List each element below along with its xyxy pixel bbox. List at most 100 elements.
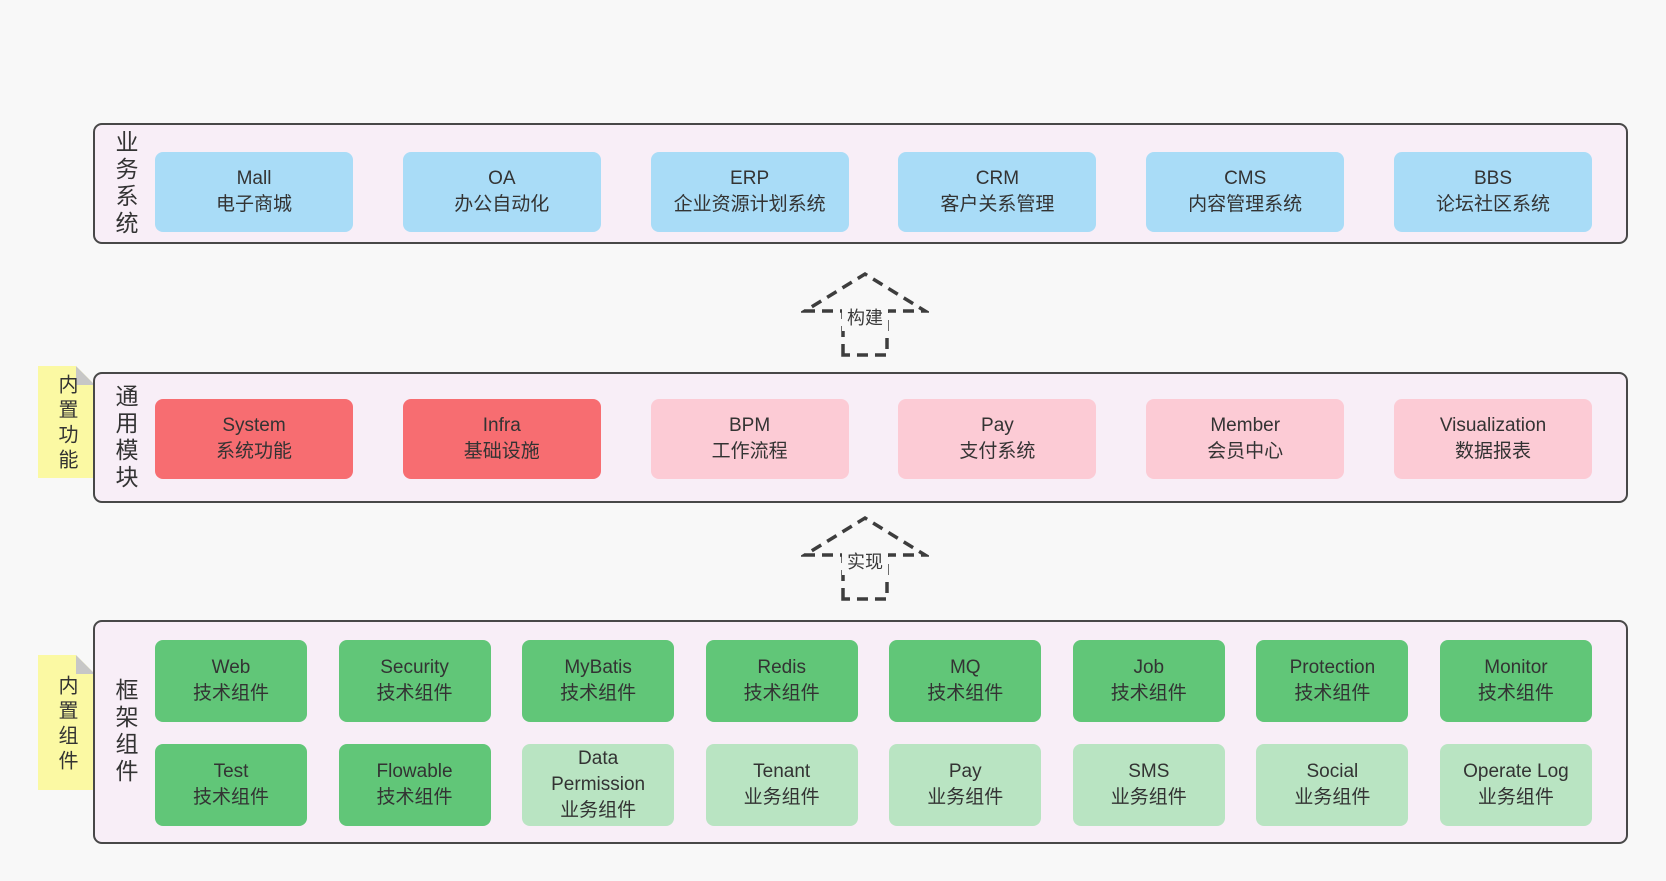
box-title: CMS: [1224, 168, 1267, 190]
box-title: Infra: [482, 415, 521, 437]
box-subtitle: 技术组件: [1294, 683, 1371, 704]
builtin-component-note-label: 内置组件: [55, 675, 77, 776]
builtin-feature-note: 内置功能: [38, 366, 95, 478]
modules-layer-side-label: 通用模块: [112, 383, 138, 492]
box-subtitle: 系统功能: [215, 441, 292, 462]
arrow-label: 构建: [847, 308, 883, 328]
box-flowable: Flowable 技术组件: [338, 744, 491, 826]
box-title: Protection: [1289, 657, 1376, 679]
box-subtitle: 数据报表: [1454, 441, 1531, 462]
business-systems-layer: 业务系统 Mall 电子商城 OA 办公自动化 ERP 企业资源计划系统 CRM…: [93, 123, 1628, 244]
builtin-feature-note-label: 内置功能: [55, 374, 77, 475]
box-title: ERP: [730, 168, 770, 190]
box-title: Flowable: [376, 761, 453, 783]
box-job: Job 技术组件: [1072, 640, 1225, 722]
box-title: Visualization: [1439, 415, 1547, 437]
box-subtitle: 技术组件: [376, 787, 453, 808]
box-web: Web 技术组件: [155, 640, 307, 722]
box-title: CRM: [975, 168, 1020, 190]
box-title: Tenant: [753, 761, 811, 783]
box-bbs: BBS 论坛社区系统: [1393, 152, 1592, 232]
box-subtitle: 业务组件: [927, 787, 1004, 808]
box-sms: SMS 业务组件: [1072, 744, 1225, 826]
box-title: Test: [213, 761, 249, 783]
box-subtitle: 技术组件: [1110, 683, 1187, 704]
box-member: Member 会员中心: [1146, 399, 1345, 479]
box-subtitle: 业务组件: [560, 799, 637, 821]
box-redis: Redis 技术组件: [705, 640, 858, 722]
box-title: Member: [1210, 415, 1281, 437]
box-tenant: Tenant 业务组件: [705, 744, 858, 826]
box-erp: ERP 企业资源计划系统: [650, 152, 849, 232]
box-test: Test 技术组件: [155, 744, 307, 826]
box-protection: Protection 技术组件: [1256, 640, 1409, 722]
box-security: Security 技术组件: [338, 640, 491, 722]
box-mybatis: MyBatis 技术组件: [522, 640, 675, 722]
box-title: Redis: [757, 657, 806, 679]
components-layer-side-label: 框架组件: [112, 678, 138, 786]
box-subtitle: 电子商城: [215, 194, 292, 215]
builtin-component-note: 内置组件: [38, 655, 95, 790]
box-monitor: Monitor 技术组件: [1439, 640, 1592, 722]
box-title: Monitor: [1484, 657, 1548, 679]
box-title: BBS: [1473, 168, 1512, 190]
box-title: SMS: [1128, 761, 1170, 783]
box-title: Pay: [981, 415, 1014, 437]
box-subtitle: 技术组件: [927, 683, 1004, 704]
framework-components-layer: 框架组件 Web 技术组件 Security 技术组件 MyBatis 技术组件…: [93, 620, 1628, 844]
box-subtitle: 技术组件: [560, 683, 637, 704]
build-arrow: 构建: [801, 270, 929, 358]
box-title: Social: [1306, 761, 1359, 783]
dashed-up-arrow-icon: 构建: [801, 271, 929, 357]
box-title: Mall: [236, 168, 272, 190]
box-subtitle: 会员中心: [1207, 441, 1284, 462]
box-crm: CRM 客户关系管理: [898, 152, 1097, 232]
box-subtitle: 技术组件: [192, 683, 269, 704]
box-subtitle: 业务组件: [743, 787, 820, 808]
box-data-permission: Data Permission 业务组件: [522, 744, 675, 826]
box-subtitle: 技术组件: [192, 787, 269, 808]
components-box-row-2: Test 技术组件 Flowable 技术组件 Data Permission …: [155, 744, 1592, 826]
box-title: System: [222, 415, 286, 437]
arrow-label: 实现: [847, 552, 883, 572]
box-title: Security: [380, 657, 449, 679]
box-subtitle: 基础设施: [463, 441, 540, 462]
box-title: Data Permission: [551, 748, 646, 796]
business-box-row: Mall 电子商城 OA 办公自动化 ERP 企业资源计划系统 CRM 客户关系…: [155, 152, 1592, 232]
box-subtitle: 办公自动化: [454, 194, 550, 215]
box-subtitle: 内容管理系统: [1188, 194, 1303, 215]
box-system: System 系统功能: [155, 399, 353, 479]
box-bpm: BPM 工作流程: [650, 399, 849, 479]
box-title: Web: [211, 657, 251, 679]
box-operate-log: Operate Log 业务组件: [1439, 744, 1592, 826]
box-subtitle: 技术组件: [743, 683, 820, 704]
box-mq: MQ 技术组件: [889, 640, 1042, 722]
box-subtitle: 工作流程: [711, 441, 788, 462]
common-modules-layer: 通用模块 System 系统功能 Infra 基础设施 BPM 工作流程 Pay…: [93, 372, 1628, 503]
box-pay-system: Pay 支付系统: [898, 399, 1097, 479]
implement-arrow: 实现: [801, 514, 929, 602]
box-mall: Mall 电子商城: [155, 152, 353, 232]
box-title: Operate Log: [1463, 761, 1569, 783]
box-title: OA: [488, 168, 516, 190]
box-subtitle: 业务组件: [1477, 787, 1554, 808]
box-subtitle: 论坛社区系统: [1435, 194, 1550, 215]
box-oa: OA 办公自动化: [402, 152, 601, 232]
box-title: BPM: [729, 415, 771, 437]
box-cms: CMS 内容管理系统: [1146, 152, 1345, 232]
box-subtitle: 业务组件: [1294, 787, 1371, 808]
box-title: Job: [1133, 657, 1165, 679]
box-subtitle: 技术组件: [376, 683, 453, 704]
box-pay-component: Pay 业务组件: [889, 744, 1042, 826]
box-social: Social 业务组件: [1256, 744, 1409, 826]
box-subtitle: 企业资源计划系统: [673, 194, 826, 215]
modules-box-row: System 系统功能 Infra 基础设施 BPM 工作流程 Pay 支付系统…: [155, 399, 1592, 479]
dashed-up-arrow-icon: 实现: [801, 515, 929, 601]
box-title: MyBatis: [564, 657, 632, 679]
box-subtitle: 技术组件: [1477, 683, 1554, 704]
box-subtitle: 客户关系管理: [940, 194, 1055, 215]
components-box-row-1: Web 技术组件 Security 技术组件 MyBatis 技术组件 Redi…: [155, 640, 1592, 722]
box-subtitle: 支付系统: [959, 441, 1036, 462]
box-title: MQ: [949, 657, 981, 679]
business-layer-side-label: 业务系统: [112, 129, 138, 238]
